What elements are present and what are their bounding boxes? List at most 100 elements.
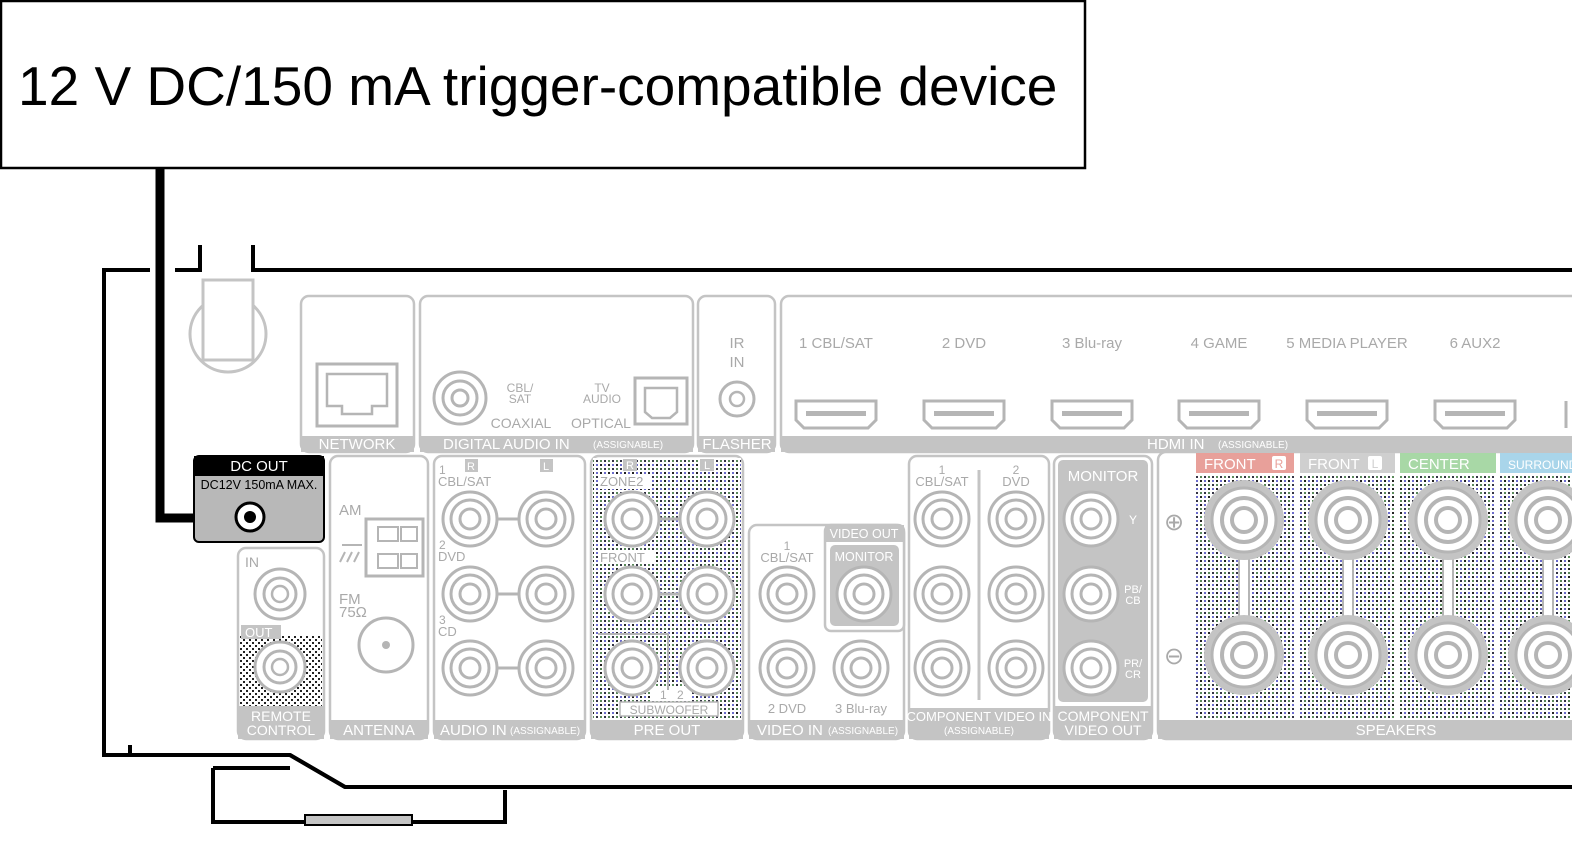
audio-in-note: (ASSIGNABLE) (510, 726, 580, 737)
audio-in-jack-l[interactable] (517, 565, 575, 623)
audio-in-section: AUDIO IN (ASSIGNABLE) R L 1 CBL/SAT 2 DV… (432, 454, 587, 741)
optical-label: OPTICAL (571, 415, 631, 431)
component-in-2-num: 2 (1013, 463, 1020, 477)
component-out-pb-jack[interactable] (1062, 565, 1120, 623)
audio-in-3-name: CD (438, 624, 457, 639)
dc-out-spec: DC12V 150mA MAX. (201, 478, 318, 492)
video-in-label: VIDEO IN (757, 722, 823, 739)
hdmi-port[interactable] (1177, 399, 1261, 430)
pre-out-l-badge: L (704, 460, 710, 472)
hdmi-port[interactable] (1050, 399, 1134, 430)
component-in-2-jack[interactable] (987, 565, 1045, 623)
ground-icon (339, 544, 362, 563)
speaker-plus-terminal[interactable] (1204, 480, 1284, 560)
power-inlet (188, 278, 268, 374)
subwoofer-1-jack[interactable] (603, 639, 661, 697)
subwoofer-2-jack[interactable] (678, 639, 736, 697)
speaker-plus-terminal[interactable] (1308, 480, 1388, 560)
coaxial-label: COAXIAL (491, 415, 552, 431)
component-out-cb-label: CB (1125, 595, 1140, 607)
hdmi-port[interactable] (922, 399, 1006, 430)
ir-in-jack[interactable] (718, 380, 756, 418)
network-section: NETWORK (299, 294, 416, 454)
remote-in-jack[interactable] (253, 567, 307, 621)
digital-audio-in-label: DIGITAL AUDIO IN (443, 436, 570, 453)
component-out-monitor-label: MONITOR (1068, 468, 1139, 485)
dc-out-title: DC OUT (230, 458, 288, 475)
audio-in-l-badge: L (543, 461, 549, 473)
pre-out-r-badge: R (626, 460, 634, 472)
component-out-y-jack[interactable] (1062, 490, 1120, 548)
antenna-section: ANTENNA AM FM 75Ω (328, 454, 430, 741)
component-in-1-jack[interactable] (913, 565, 971, 623)
remote-out-jack[interactable] (253, 640, 307, 694)
speaker-plus-terminal[interactable] (1408, 480, 1488, 560)
hdmi-port[interactable] (1433, 399, 1517, 430)
speaker-terminal-group: CENTER (1400, 453, 1496, 718)
zone2-label: ZONE2 (600, 474, 643, 489)
am-terminal[interactable] (364, 517, 425, 578)
coaxial-cbl-label: CBL/ (507, 381, 534, 395)
audio-in-jack-l[interactable] (517, 490, 575, 548)
hdmi-port[interactable] (794, 399, 878, 430)
flasher-label: FLASHER (702, 436, 771, 453)
front-pre-jack-r[interactable] (603, 565, 661, 623)
component-out-pr-jack[interactable] (1062, 639, 1120, 697)
zone2-jack-r[interactable] (603, 490, 661, 548)
video-section: VIDEO IN (ASSIGNABLE) 1 CBL/SAT 2 DVD 3 … (747, 523, 906, 741)
speaker-minus-terminal[interactable] (1308, 615, 1388, 695)
video-in-1-jack[interactable] (758, 565, 816, 623)
speaker-group-label: CENTER (1408, 456, 1470, 473)
optical-tv-label: TV (594, 381, 609, 395)
speaker-group-label: FRONT (1204, 456, 1256, 473)
audio-in-jack-r[interactable] (441, 639, 499, 697)
speaker-minus-terminal[interactable] (1204, 615, 1284, 695)
coaxial-sat-label: SAT (509, 392, 532, 406)
flasher-section: FLASHER IR IN (696, 294, 777, 454)
audio-in-label: AUDIO IN (440, 722, 507, 739)
audio-in-jack-r[interactable] (441, 565, 499, 623)
component-in-1-jack[interactable] (913, 639, 971, 697)
speaker-minus-terminal[interactable] (1408, 615, 1488, 695)
optical-port[interactable] (633, 376, 689, 426)
hdmi-input-label: 5 MEDIA PLAYER (1286, 335, 1408, 352)
audio-in-jack-r[interactable] (441, 490, 499, 548)
component-in-1-jack[interactable] (913, 490, 971, 548)
receiver-chassis (102, 245, 1572, 826)
hdmi-in-label: HDMI IN (1147, 436, 1205, 453)
fm-antenna-jack[interactable] (357, 616, 415, 674)
digital-audio-in-note: (ASSIGNABLE) (593, 440, 663, 451)
component-out-pb-label: PB/ (1124, 584, 1143, 596)
zone2-jack-l[interactable] (678, 490, 736, 548)
video-in-2-jack[interactable] (758, 639, 816, 697)
ir-label: IR (730, 335, 745, 352)
video-out-monitor-jack[interactable] (835, 565, 893, 623)
optical-audio-label: AUDIO (583, 392, 621, 406)
component-in-2-jack[interactable] (987, 490, 1045, 548)
ir-in-label: IN (730, 354, 745, 371)
speaker-minus-terminal[interactable] (1508, 615, 1572, 695)
coaxial-jack[interactable] (432, 370, 488, 426)
ethernet-port[interactable] (315, 362, 399, 428)
am-label: AM (339, 502, 362, 519)
front-pre-jack-l[interactable] (678, 565, 736, 623)
fm-ohm-label: 75Ω (339, 604, 367, 621)
component-video-in-section: COMPONENT VIDEO IN (ASSIGNABLE) 1 CBL/SA… (907, 454, 1051, 741)
hdmi-input-label: 6 AUX2 (1450, 335, 1501, 352)
audio-in-jack-l[interactable] (517, 639, 575, 697)
component-video-out-section: COMPONENT VIDEO OUT MONITOR Y PB/ CB PR/… (1052, 454, 1154, 741)
audio-in-1-name: CBL/SAT (438, 474, 491, 489)
remote-out-label: OUT (245, 625, 273, 640)
video-in-3-jack[interactable] (832, 639, 890, 697)
remote-in-label: IN (245, 554, 259, 570)
hdmi-port[interactable] (1305, 399, 1389, 430)
speaker-plus-terminal[interactable] (1508, 480, 1572, 560)
speakers-label: SPEAKERS (1356, 722, 1437, 739)
video-out-label: VIDEO OUT (830, 527, 899, 541)
trigger-device-box: 12 V DC/150 mA trigger-compatible device (0, 0, 1087, 170)
component-in-2-jack[interactable] (987, 639, 1045, 697)
speaker-minus-icon: ⊖ (1164, 643, 1184, 670)
